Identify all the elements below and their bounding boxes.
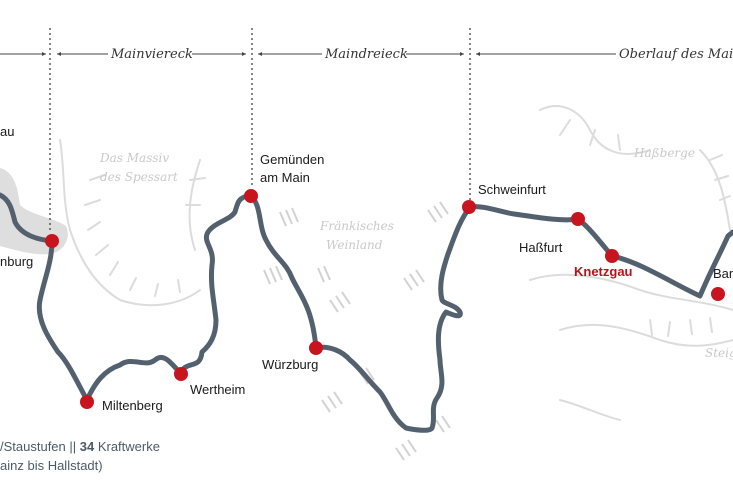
terrain-label-weinland-1: Fränkisches — [319, 219, 394, 233]
marker-wertheim — [174, 367, 188, 381]
terrain-label-spessart-2: des Spessart — [100, 170, 178, 184]
marker-wuerzburg — [309, 341, 323, 355]
footer-number: 34 — [79, 439, 95, 454]
section-arrow-tips — [42, 52, 480, 56]
section-label-oberlauf: Oberlauf des Main — [619, 47, 733, 62]
town-label-miltenberg: Miltenberg — [102, 398, 163, 413]
footer-line-1: /Staustufen || 34 Kraftwerke — [0, 437, 240, 456]
marker-bamberg — [711, 287, 725, 301]
town-label-gemuenden-1: Gemünden — [260, 152, 324, 167]
town-label-au: au — [0, 124, 14, 139]
marker-aschaffenburg — [45, 234, 59, 248]
terrain-label-steigerwald: Steig — [705, 346, 733, 360]
town-label-aschaffenburg: nburg — [0, 254, 33, 269]
town-label-hassfurt: Haßfurt — [519, 240, 563, 255]
town-label-bamberg: Bam — [713, 266, 733, 281]
section-dividers — [49, 28, 471, 232]
town-label-schweinfurt: Schweinfurt — [478, 182, 546, 197]
footer-line-2: ainz bis Hallstadt) — [0, 458, 103, 473]
town-label-wuerzburg: Würzburg — [262, 357, 318, 372]
marker-hassfurt — [571, 212, 585, 226]
terrain-label-weinland-2: Weinland — [326, 238, 383, 252]
vineyard-hatches — [263, 201, 451, 461]
marker-schweinfurt — [462, 200, 476, 214]
terrain-ridges — [59, 105, 733, 421]
map-footer: /Staustufen || 34 Kraftwerke ainz bis Ha… — [0, 437, 240, 475]
terrain-label-spessart-1: Das Massiv — [99, 151, 169, 165]
section-label-mainviereck: Mainviereck — [110, 47, 193, 62]
town-label-wertheim: Wertheim — [190, 382, 245, 397]
section-label-maindreieck: Maindreieck — [324, 47, 408, 62]
town-label-gemuenden-2: am Main — [260, 170, 310, 185]
footer-prefix: /Staustufen || — [0, 439, 80, 454]
terrain-label-hassberge: Haßberge — [633, 146, 695, 160]
aschaffenburg-area — [0, 168, 68, 255]
town-markers — [45, 189, 725, 409]
marker-gemuenden — [244, 189, 258, 203]
footer-suffix: Kraftwerke — [94, 439, 160, 454]
marker-knetzgau — [605, 249, 619, 263]
town-label-knetzgau: Knetzgau — [574, 264, 633, 279]
marker-miltenberg — [80, 395, 94, 409]
